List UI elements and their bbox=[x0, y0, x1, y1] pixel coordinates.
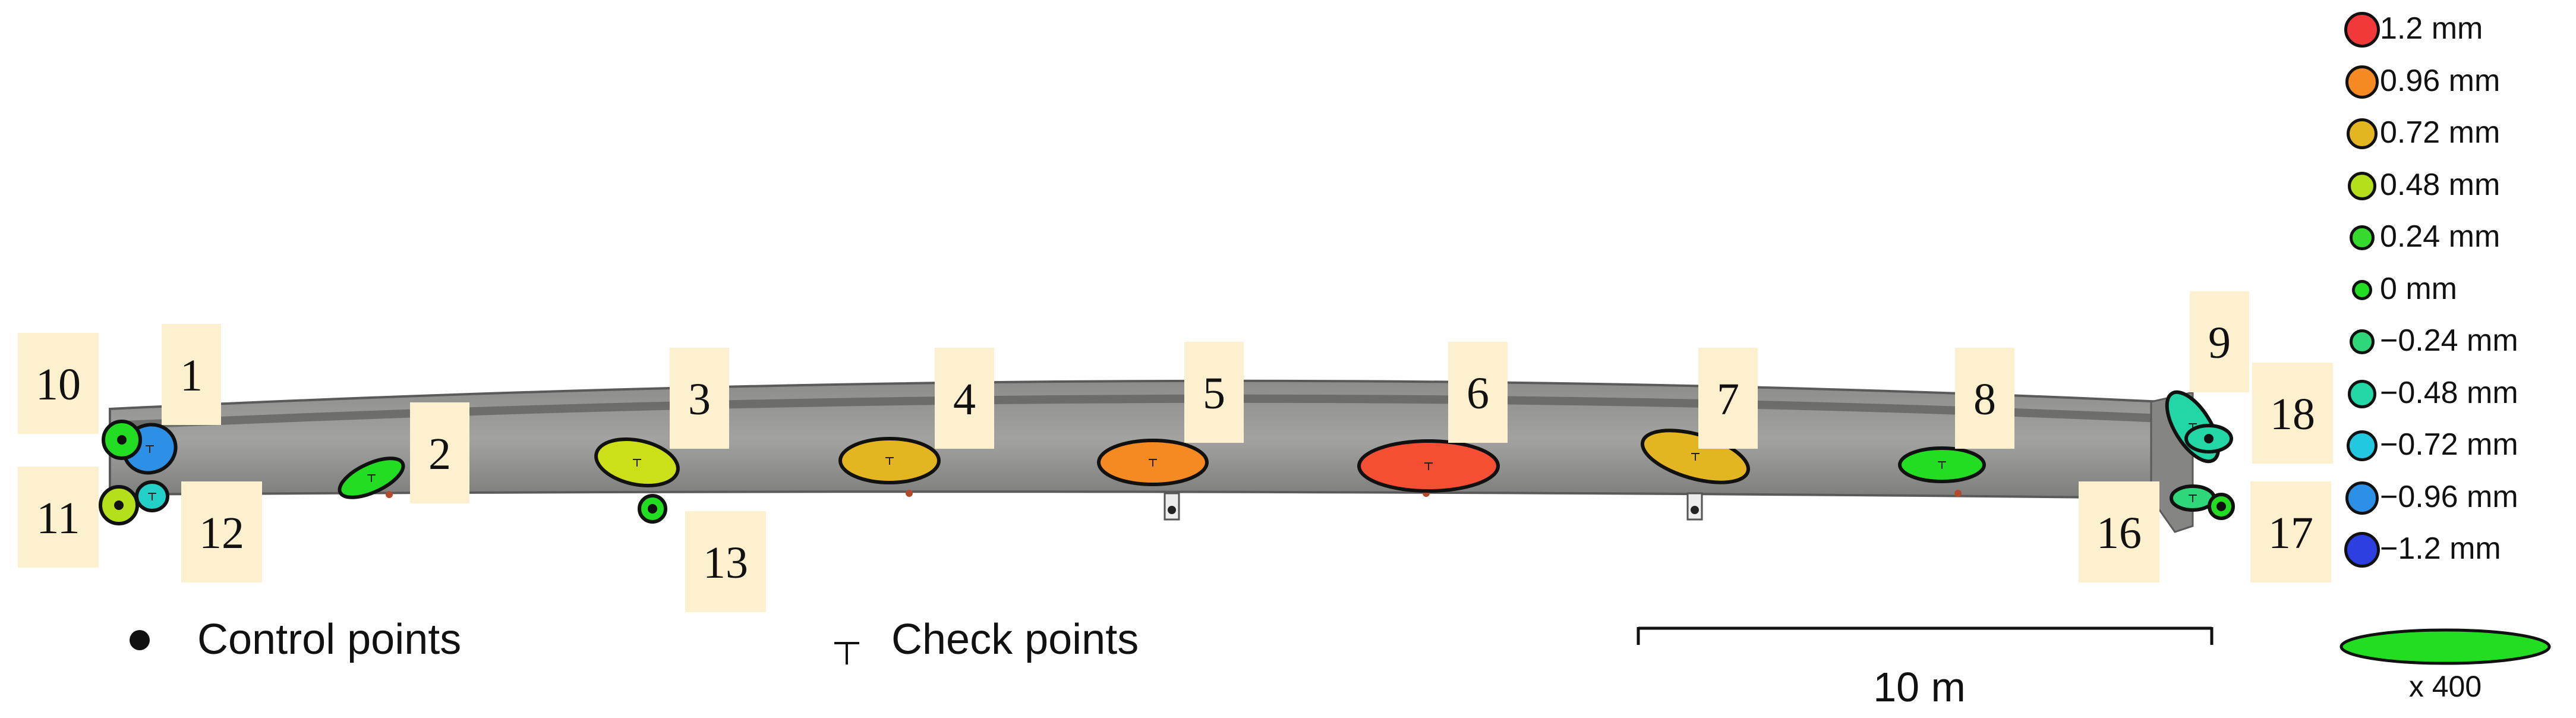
control-point-icon bbox=[648, 504, 657, 514]
check-point-icon bbox=[885, 457, 894, 465]
point-label-box bbox=[670, 348, 729, 449]
scale-bar-label: 10 m bbox=[1873, 664, 1966, 710]
error-ellipse-point-2 bbox=[338, 456, 405, 499]
legend-label: 0 mm bbox=[2380, 271, 2457, 306]
point-label-box bbox=[2190, 291, 2249, 392]
legend-swatch-icon bbox=[2347, 430, 2378, 461]
point-label-box bbox=[935, 348, 994, 449]
point-label: 8 bbox=[1973, 374, 1996, 424]
check-point-icon bbox=[148, 493, 156, 500]
check-point-key-icon bbox=[834, 642, 859, 665]
point-label: 4 bbox=[953, 374, 976, 424]
error-ellipses bbox=[99, 390, 2235, 525]
legend-swatch-icon bbox=[2345, 65, 2379, 99]
point-label: 13 bbox=[703, 538, 748, 588]
check-point-icon bbox=[1938, 461, 1946, 469]
legend-label: −1.2 mm bbox=[2380, 531, 2501, 566]
error-ellipse-point-6 bbox=[1357, 439, 1500, 493]
legend-swatch-icon bbox=[2344, 532, 2380, 568]
legend-label: −0.48 mm bbox=[2380, 375, 2518, 410]
error-ellipse-point-12 bbox=[135, 480, 169, 512]
legend-label: −0.72 mm bbox=[2380, 427, 2518, 462]
point-label: 17 bbox=[2268, 508, 2313, 558]
error-ellipse-point-17 bbox=[2208, 493, 2235, 520]
control-point-icon bbox=[114, 500, 124, 510]
point-label: 5 bbox=[1203, 369, 1225, 418]
point-label: 1 bbox=[180, 351, 203, 401]
legend-swatch-icon bbox=[2347, 118, 2378, 149]
control-points-key-label: Control points bbox=[197, 616, 461, 663]
error-ellipse-point-18 bbox=[2184, 424, 2233, 454]
legend-swatch-icon bbox=[2348, 379, 2376, 408]
point-label-box bbox=[1698, 348, 1758, 449]
point-label-box bbox=[2079, 481, 2159, 582]
point-label-box bbox=[1955, 348, 2014, 449]
point-label-box bbox=[18, 467, 99, 568]
check-point-icon bbox=[2189, 495, 2197, 502]
ellipse-scale-label: x 400 bbox=[2409, 670, 2482, 703]
point-label: 9 bbox=[2208, 318, 2231, 368]
error-ellipse-point-10 bbox=[102, 420, 142, 460]
point-label-box bbox=[1184, 342, 1244, 443]
legend-label: −0.96 mm bbox=[2380, 479, 2518, 514]
point-label-box bbox=[1448, 342, 1508, 443]
point-label: 10 bbox=[36, 360, 81, 410]
scale-bar bbox=[1637, 626, 2214, 645]
point-label-box bbox=[2250, 481, 2331, 582]
control-point-icon bbox=[117, 435, 127, 445]
error-ellipse-point-3 bbox=[594, 437, 680, 488]
legend-swatch-icon bbox=[2350, 329, 2375, 354]
check-point-icon bbox=[146, 445, 154, 453]
control-point-icon bbox=[2204, 434, 2214, 443]
check-point-icon bbox=[367, 474, 376, 482]
check-point-icon bbox=[633, 459, 641, 467]
check-point-icon bbox=[1149, 459, 1157, 467]
legend-swatch-icon bbox=[2350, 225, 2375, 250]
check-point-icon bbox=[1691, 453, 1700, 461]
legend-label: 0.24 mm bbox=[2380, 219, 2501, 254]
legend-swatch-icon bbox=[2348, 171, 2376, 200]
legend-swatch-icon bbox=[2352, 279, 2372, 300]
point-label-box bbox=[2252, 363, 2333, 464]
legend-label: 0.72 mm bbox=[2380, 115, 2501, 150]
point-label: 6 bbox=[1467, 369, 1489, 418]
point-label-box bbox=[685, 511, 766, 612]
legend-label: 0.48 mm bbox=[2380, 167, 2501, 202]
legend-label: 0.96 mm bbox=[2380, 63, 2501, 98]
point-label-box bbox=[162, 324, 221, 425]
point-label-box bbox=[410, 402, 469, 503]
point-label: 18 bbox=[2270, 389, 2315, 439]
control-point-icon bbox=[2216, 502, 2226, 511]
legend-swatch-icon bbox=[2345, 481, 2379, 515]
error-ellipse-point-4 bbox=[838, 437, 941, 484]
point-label: 3 bbox=[688, 374, 711, 424]
error-ellipse-point-8 bbox=[1898, 446, 1986, 483]
error-ellipse-point-11 bbox=[99, 485, 139, 525]
point-label: 7 bbox=[1717, 374, 1739, 424]
point-label: 11 bbox=[36, 493, 80, 543]
point-label: 2 bbox=[428, 429, 451, 479]
point-label: 16 bbox=[2096, 508, 2142, 558]
point-label-box bbox=[181, 481, 262, 582]
check-points-key-label: Check points bbox=[891, 616, 1139, 663]
check-point-icon bbox=[1424, 462, 1433, 470]
error-ellipse-point-5 bbox=[1097, 439, 1209, 486]
legend-swatch-icon bbox=[2344, 12, 2380, 48]
error-ellipse-point-13 bbox=[638, 494, 667, 524]
ellipse-scale-icon bbox=[2339, 628, 2551, 665]
point-label: 12 bbox=[199, 508, 244, 558]
point-label-box bbox=[18, 333, 99, 434]
legend-label: 1.2 mm bbox=[2380, 11, 2483, 46]
legend-label: −0.24 mm bbox=[2380, 323, 2518, 358]
control-point-key-icon bbox=[130, 630, 150, 650]
